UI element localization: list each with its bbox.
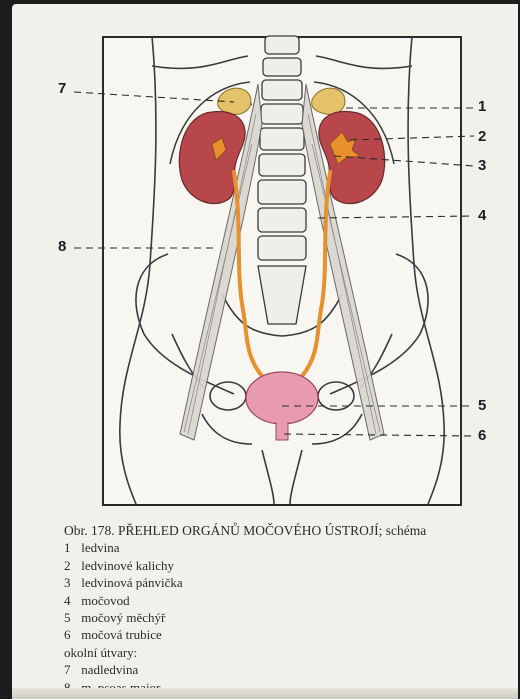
legend-item: 4 močovod — [64, 592, 514, 609]
legend-label: ledvina — [81, 540, 119, 555]
caption-legend-list: 1 ledvina 2 ledvinové kalichy 3 ledvinov… — [64, 539, 514, 696]
legend-item: 5 močový měchýř — [64, 609, 514, 626]
callout-5: 5 — [478, 397, 486, 414]
caption-title: Obr. 178. PŘEHLED ORGÁNŮ MOČOVÉHO ÚSTROJ… — [64, 522, 514, 539]
legend-num: 6 — [64, 626, 78, 643]
callout-8: 8 — [58, 238, 66, 255]
legend-num: 5 — [64, 609, 78, 626]
legend-subheading: okolní útvary: — [64, 644, 514, 661]
legend-num: 7 — [64, 661, 78, 678]
legend-label: ledvinové kalichy — [81, 558, 174, 573]
callout-6: 6 — [478, 427, 486, 444]
figure-caption: Obr. 178. PŘEHLED ORGÁNŮ MOČOVÉHO ÚSTROJ… — [64, 522, 514, 696]
legend-item: 7 nadledvina — [64, 661, 514, 678]
legend-item: 6 močová trubice — [64, 626, 514, 643]
textbook-page: 7 1 2 3 4 8 5 6 Obr. 178. PŘEHLED ORGÁNŮ… — [12, 4, 518, 699]
legend-label: nadledvina — [81, 662, 138, 677]
callout-2: 2 — [478, 128, 486, 145]
legend-num: 3 — [64, 574, 78, 591]
legend-label: močový měchýř — [81, 610, 165, 625]
page-bottom-edge — [12, 688, 518, 699]
legend-label: močová trubice — [81, 627, 162, 642]
legend-item: 2 ledvinové kalichy — [64, 557, 514, 574]
legend-item: 3 ledvinová pánvička — [64, 574, 514, 591]
legend-num: 4 — [64, 592, 78, 609]
legend-label: močovod — [81, 593, 129, 608]
legend-label: ledvinová pánvička — [81, 575, 182, 590]
legend-item: 1 ledvina — [64, 539, 514, 556]
spine — [258, 36, 306, 324]
callout-7: 7 — [58, 80, 66, 97]
legend-num: 2 — [64, 557, 78, 574]
callout-3: 3 — [478, 157, 486, 174]
legend-num: 1 — [64, 539, 78, 556]
callout-1: 1 — [478, 98, 486, 115]
callout-4: 4 — [478, 207, 486, 224]
